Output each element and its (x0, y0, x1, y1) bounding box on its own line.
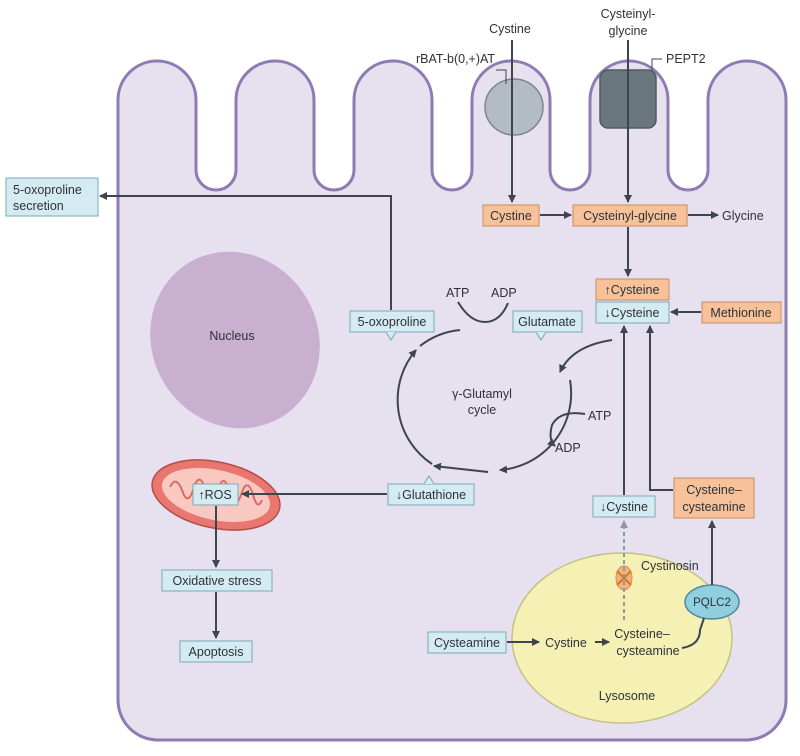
lysosome-cc-label-1: Cysteine– (614, 627, 670, 641)
lysosome-label: Lysosome (599, 689, 656, 703)
oxoproline-secretion-box (5, 177, 99, 217)
cysteinylglycine-extracellular-2: glycine (609, 24, 648, 38)
lysosome-cc-label-2: cysteamine (616, 644, 679, 658)
oxoproline-secretion-label-1: 5-oxoproline (13, 183, 82, 197)
down-cystine-label: ↓Cystine (600, 500, 648, 514)
cysteinylglycine-extracellular-1: Cysteinyl- (601, 7, 656, 21)
glutathione-label: ↓Glutathione (396, 488, 466, 502)
nucleus (150, 251, 320, 429)
adp-top-label: ADP (491, 286, 517, 300)
rbat-label: rBAT-b(0,+)AT (416, 52, 495, 66)
atp-right-label: ATP (588, 409, 611, 423)
apoptosis-label: Apoptosis (189, 645, 244, 659)
up-cysteine-label: ↑Cysteine (605, 283, 660, 297)
down-cysteine-box (595, 301, 670, 324)
ros-box (192, 483, 239, 506)
rbat-transporter (484, 78, 544, 136)
apoptosis-box (179, 640, 253, 663)
cysteine-cysteamine-label-2: cysteamine (682, 500, 745, 514)
glutamate-label: Glutamate (518, 315, 576, 329)
ros-label: ↑ROS (198, 488, 231, 502)
up-cysteine-box (595, 278, 670, 301)
down-cystine-box (592, 495, 656, 518)
cysteine-cysteamine-label-1: Cysteine– (686, 483, 742, 497)
atp-top-label: ATP (446, 286, 469, 300)
methionine-label: Methionine (710, 306, 771, 320)
lysosome (511, 552, 733, 724)
cysteinyl-glycine-box (572, 204, 688, 227)
cystinosin-label: Cystinosin (641, 559, 699, 573)
cycle-label-2: cycle (468, 403, 497, 417)
glutamate-box (512, 310, 583, 333)
nucleus-label: Nucleus (209, 329, 254, 343)
cystine-label: Cystine (490, 209, 532, 223)
pept2-label: PEPT2 (666, 52, 706, 66)
oxoproline-secretion-label-2: secretion (13, 199, 64, 213)
glycine-label: Glycine (722, 209, 764, 223)
down-cysteine-label: ↓Cysteine (605, 306, 660, 320)
cysteamine-label: Cysteamine (434, 636, 500, 650)
lysosome-cystine-label: Cystine (545, 636, 587, 650)
methionine-box (701, 301, 782, 324)
cysteinyl-glycine-label: Cysteinyl-glycine (583, 209, 677, 223)
cysteine-cysteamine-box (673, 477, 755, 519)
pqlc2-label: PQLC2 (693, 597, 731, 609)
oxidative-stress-box (161, 569, 273, 592)
oxoproline-label: 5-oxoproline (358, 315, 427, 329)
cystine-extracellular: Cystine (489, 22, 531, 36)
oxidative-stress-label: Oxidative stress (173, 574, 262, 588)
cycle-label-1: γ-Glutamyl (452, 387, 512, 401)
cysteamine-box (427, 631, 507, 654)
adp-right-label: ADP (555, 441, 581, 455)
cystine-box (482, 204, 540, 227)
